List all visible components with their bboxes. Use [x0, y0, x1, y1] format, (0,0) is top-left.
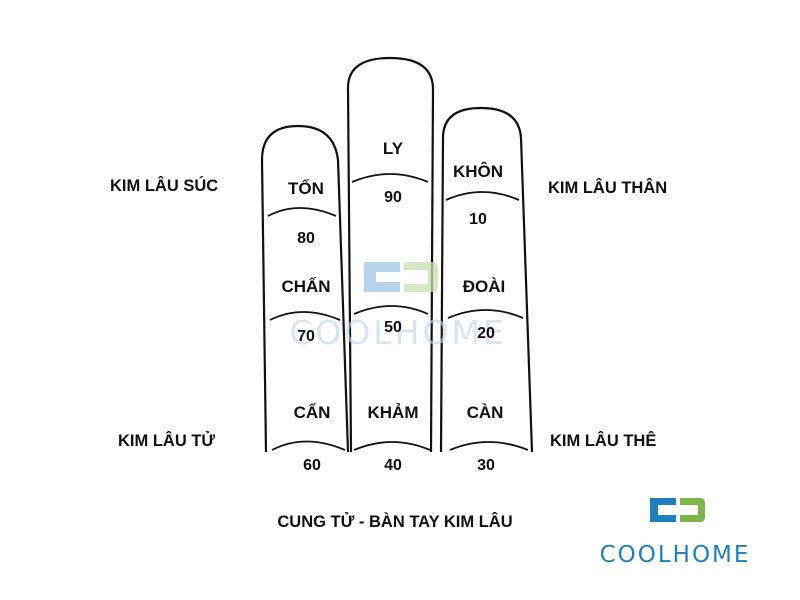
palace-ly: LY [383, 139, 404, 158]
palace-khon: KHÔN [453, 162, 503, 181]
logo-mark-blue [650, 498, 676, 522]
value-10: 10 [469, 211, 487, 228]
value-90: 90 [384, 189, 402, 206]
middle-finger-joint-3 [353, 441, 431, 451]
right-finger-outline [439, 106, 534, 453]
left-finger-joint-3 [271, 440, 346, 451]
logo-mark-green [680, 498, 705, 522]
coolhome-watermark: COOLHOME [289, 262, 507, 352]
palace-can-right: CÀN [467, 403, 504, 422]
palace-ton: TỐN [288, 178, 324, 198]
palace-can-left: CẤN [294, 403, 331, 422]
diagram-caption: CUNG TỬ - BÀN TAY KIM LÂU [277, 512, 512, 531]
right-finger-joint-1 [445, 191, 520, 201]
left-finger-joint-1 [267, 207, 337, 217]
middle-finger-outline [346, 56, 435, 453]
middle-finger-joint-1 [351, 173, 429, 183]
logo-text: COOLHOME [600, 542, 751, 568]
left-finger-outline [260, 124, 350, 453]
palace-doai: ĐOÀI [463, 277, 506, 296]
label-kim-lau-tu: KIM LÂU TỬ [118, 431, 215, 450]
middle-finger-joint-2 [353, 305, 429, 315]
value-20: 20 [477, 325, 495, 342]
palace-kham: KHẢM [368, 403, 419, 422]
right-finger-joint-3 [449, 441, 529, 451]
palace-chan: CHẤN [281, 277, 330, 296]
left-finger-joint-2 [269, 311, 341, 321]
value-40: 40 [384, 457, 402, 474]
watermark-logo-mark [364, 262, 400, 292]
value-60: 60 [303, 457, 321, 474]
right-finger-joint-2 [447, 309, 524, 319]
watermark-logo-mark-green [404, 262, 438, 292]
watermark-text: COOLHOME [289, 313, 507, 352]
label-kim-lau-the: KIM LÂU THÊ [550, 431, 656, 450]
label-kim-lau-suc: KIM LÂU SÚC [110, 176, 218, 195]
label-kim-lau-than: KIM LÂU THÂN [548, 178, 667, 197]
value-80: 80 [297, 230, 315, 247]
value-70: 70 [297, 328, 315, 345]
coolhome-logo: COOLHOME [600, 498, 751, 568]
value-50: 50 [384, 319, 402, 336]
value-30: 30 [477, 457, 495, 474]
